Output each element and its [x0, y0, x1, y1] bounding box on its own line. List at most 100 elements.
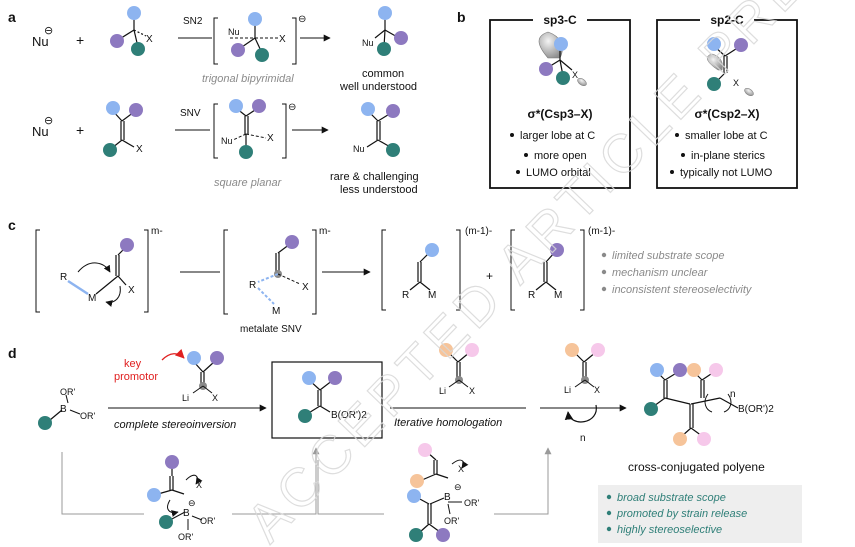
sn2-label: SN2 [183, 16, 203, 27]
sp2-point-1: smaller lobe at C [685, 130, 768, 142]
ate2-x: X [458, 464, 464, 474]
starting-borane: B OR' OR' [38, 387, 96, 430]
sp3-point-list: larger lobe at C more open LUMO orbital [510, 130, 595, 179]
snv-label: SNV [180, 108, 201, 119]
ts2-charge: ⊖ [288, 102, 296, 113]
key-promotor-line2: promotor [114, 371, 158, 383]
sp2-orbital: X [706, 37, 754, 97]
vinyl-lithium-promotor: Li X [182, 351, 224, 403]
ts2-x: X [267, 133, 274, 144]
sp2-point-3: typically not LUMO [680, 167, 773, 179]
sp3-point-2: more open [534, 150, 587, 162]
panel-b: b sp3-C X σ*(Csp3–X) larger lobe at C mo… [457, 9, 798, 189]
promotor-li: Li [182, 393, 189, 403]
sp3-point-3: LUMO orbital [526, 167, 591, 179]
reagent2-x: X [594, 385, 600, 395]
ate2-b: B [444, 492, 451, 503]
sp2-sigma-label: σ*(Csp2–X) [695, 107, 760, 121]
reagent2-li: Li [564, 385, 571, 395]
key-promotor-line1: key [124, 358, 142, 370]
outcome1-line2: well understood [339, 81, 417, 93]
vinyl-x: X [136, 144, 143, 155]
panel-label-a: a [8, 9, 16, 25]
benefit-1: broad substrate scope [617, 492, 726, 504]
c-r-3: R [402, 290, 409, 301]
ate1-x: X [196, 480, 202, 490]
purple-substituent [110, 34, 124, 48]
sp3-orbital: X [538, 31, 587, 87]
metalate-ts: R M X [249, 235, 309, 317]
c-r-4: R [528, 290, 535, 301]
ate1-or1: OR' [200, 516, 216, 526]
ts-x: X [279, 34, 286, 45]
tbp-transition-state: ⊖ Nu X [213, 12, 306, 65]
reagent-x: X [469, 386, 475, 396]
charge-m3: (m-1)- [465, 226, 492, 237]
c-plus: + [486, 269, 493, 283]
ate1-b: B [183, 508, 190, 519]
square-planar-caption: square planar [214, 177, 283, 189]
benefits-box [598, 485, 802, 543]
gray-connector-mid [232, 447, 320, 515]
ts-nu: Nu [228, 27, 240, 37]
reagent-li: Li [439, 386, 446, 396]
ts-charge: ⊖ [298, 14, 306, 25]
c-x-2: X [302, 282, 309, 293]
ate2-or2: OR' [444, 516, 460, 526]
panel-label-b: b [457, 9, 466, 25]
blue-substituent [127, 6, 141, 20]
vinyl-metalate-1: R M X [60, 238, 135, 307]
stereoinversion-label: complete stereoinversion [114, 419, 236, 431]
c-r-1: R [60, 272, 67, 283]
c-x-1: X [128, 285, 135, 296]
panel-a: a Nu ⊖ + X SN2 ⊖ Nu [8, 6, 419, 196]
gray-connector-left [61, 452, 144, 515]
c-m-2: M [272, 306, 280, 317]
benefit-3: highly stereoselective [617, 524, 722, 536]
outcome2-line2: less understood [340, 184, 418, 196]
square-planar-ts: ⊖ Nu X [213, 99, 296, 159]
c-issue-3: inconsistent stereoselectivity [612, 284, 753, 296]
gray-connector-right-b [494, 447, 552, 515]
nucleophile-charge: ⊖ [44, 25, 53, 37]
sp2-title: sp2-C [710, 13, 744, 27]
vinyl-substrate: X [103, 101, 143, 157]
c-issue-1: limited substrate scope [612, 250, 725, 262]
panel-label-d: d [8, 345, 17, 361]
gray-connector-right-a [317, 460, 384, 515]
boron-ate-complex-1: X B ⊖ OR' OR' [147, 455, 216, 542]
promotor-x: X [212, 393, 218, 403]
ate2-charge: ⊖ [454, 482, 462, 492]
panel-d: d B OR' OR' key promotor Li X [8, 343, 802, 543]
sn2-product: Nu [362, 6, 408, 56]
ate1-charge: ⊖ [188, 498, 196, 508]
vinyl-metal-product-2: R M [528, 243, 564, 301]
outcome1-line1: common [362, 68, 404, 80]
d-or-2: OR' [80, 411, 96, 421]
vinyl-boronate-box [271, 361, 383, 439]
boron-ate-complex-2: X B ⊖ OR' OR' [407, 443, 480, 542]
sp2-x: X [733, 78, 739, 88]
nucleophile-charge-2: ⊖ [44, 115, 53, 127]
boronate-label: B(OR')2 [331, 410, 367, 421]
c-issue-list: limited substrate scope mechanism unclea… [601, 250, 753, 296]
product-nu: Nu [362, 38, 374, 48]
nucleophile-label: Nu [32, 34, 49, 49]
charge-m4: (m-1)- [588, 226, 615, 237]
benefit-2: promoted by strain release [616, 508, 747, 520]
c-r-2: R [249, 280, 256, 291]
teal-substituent [131, 42, 145, 56]
iteration-loop-arrow [564, 404, 597, 423]
vinyl-metal-product: R M [402, 243, 439, 301]
outcome2-line1: rare & challenging [330, 171, 419, 183]
sp3-sigma-label: σ*(Csp3–X) [528, 107, 593, 121]
iteration-n: n [580, 433, 586, 444]
ate1-or2: OR' [178, 532, 194, 542]
nucleophile-label-2: Nu [32, 124, 49, 139]
d-b-1: B [60, 404, 67, 415]
snv-product: Nu [353, 102, 400, 157]
plus-sign: + [76, 32, 84, 48]
sp2-point-2: in-plane sterics [691, 150, 765, 162]
metalate-snv-caption: metalate SNV [240, 324, 302, 335]
product-n: n [730, 389, 736, 400]
